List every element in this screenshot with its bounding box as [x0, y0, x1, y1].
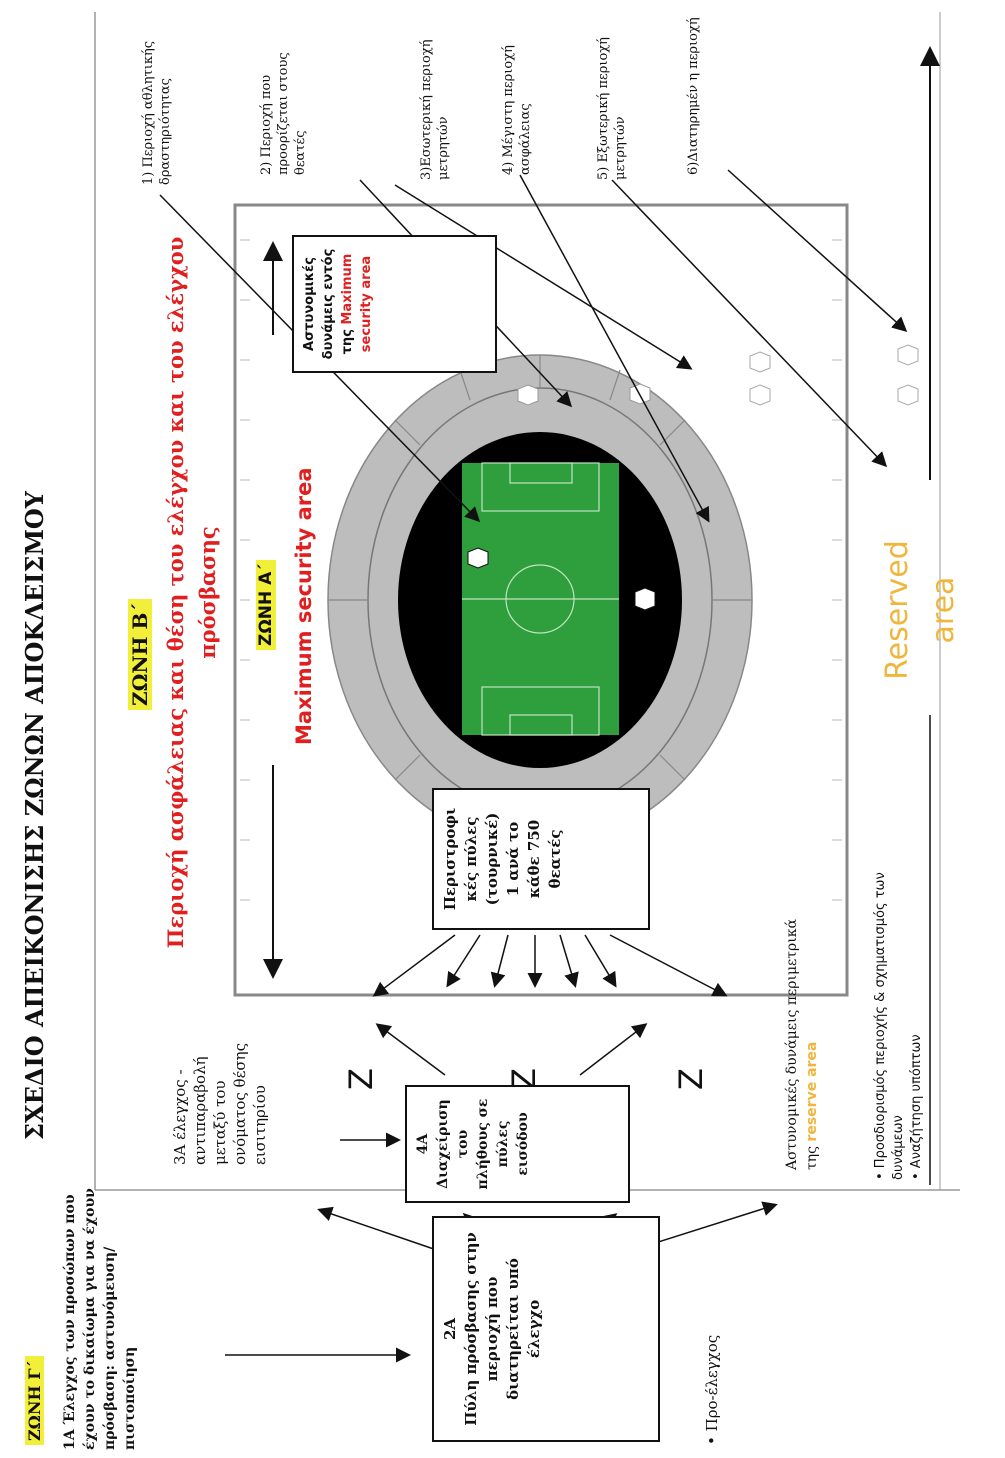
z-mark: Z — [672, 1068, 710, 1090]
gate4-text: Διαχείριση του πλήθους σε πύλες εισόδου — [435, 1098, 531, 1190]
legend-item-1: 1) Περιοχή αθλητικής δραστηριότητας — [141, 40, 173, 185]
camera-marker — [897, 344, 919, 366]
zone-b-label: ΖΩΝΗ Β΄ — [128, 598, 152, 710]
zone-b-badge: ΖΩΝΗ Β΄ — [128, 598, 152, 710]
boundary-ticks — [240, 239, 842, 901]
perimeter-police-text: Αστυνομικές δυνάμεις περιμετρικά της res… — [782, 900, 822, 1170]
gate2-text: Πύλη πρόσβασης στην περιοχή που διατηρεί… — [462, 1232, 543, 1426]
legend-item-6: 6)Διατηρημέν η περιοχή — [686, 17, 701, 175]
zone-a-badge: ΖΩΝΗ Α΄ — [256, 560, 276, 650]
legend-item-4: 4) Μέγιστη περιοχή ασφάλειας — [501, 45, 533, 175]
zone-g-badge: ΖΩΝΗ Γ΄ — [25, 1356, 44, 1445]
stadium — [327, 344, 919, 846]
perimeter-police-highlight: reserve area — [804, 1041, 820, 1142]
control-3-text: 3Α έλεγχος - αντιπαραβολή μεταξύ του ονό… — [171, 1043, 269, 1165]
camera-marker — [634, 587, 656, 611]
zone-g-text: 1Α Έλεγχος των προσώπων που έχουν το δικ… — [62, 1188, 138, 1450]
turnstile-ratio: 1 ανά το κάθε 750 θεατές — [504, 819, 564, 899]
gate4-box: 4Α Διαχείριση του πλήθους σε πύλες εισόδ… — [405, 1085, 630, 1203]
legend-item-2: 2) Περιοχή που προορίζεται στους θεατές — [259, 52, 308, 175]
camera-marker — [467, 547, 489, 569]
maximum-security-boundary — [233, 203, 849, 997]
bullet-list: • Προσδιορισμός περιοχής & σχηματισμός τ… — [872, 850, 926, 1180]
camera-marker — [749, 351, 771, 373]
bullet-item: • Προσδιορισμός περιοχής & σχηματισμός τ… — [873, 872, 906, 1180]
camera-marker — [749, 384, 771, 406]
turnstile-arrows — [372, 934, 728, 997]
reserved-area-label: Reserved area — [875, 520, 967, 700]
zone-a-subtitle: Maximum security area — [292, 467, 316, 745]
camera-marker — [897, 384, 919, 406]
gate2-number: 2Α — [441, 1317, 459, 1341]
turnstile-box: Περιστροφι κές πύλες (τουρνικέ) 1 ανά το… — [432, 788, 650, 930]
legend-item-3: 3)Εσωτερική περιοχή μετρητών — [419, 39, 451, 180]
gate4-arrows — [340, 1023, 648, 1148]
z-mark: Z — [342, 1068, 380, 1090]
zone-a-label: ΖΩΝΗ Α΄ — [256, 560, 276, 650]
page-title: ΣΧΕΔΙΟ ΑΠΕΙΚΟΝΙΣΗΣ ΖΩΝΩΝ ΑΠΟΚΛΕΙΣΜΟΥ — [20, 491, 49, 1140]
gate4-number: 4Α — [415, 1133, 431, 1155]
camera-marker — [517, 384, 539, 406]
reserved-area-line1: Reserved — [880, 540, 915, 680]
pre-control-text: Προ-έλεγχος — [703, 1334, 721, 1432]
legend-item-5: 5) Εξωτερική περιοχή μετρητών — [596, 37, 628, 180]
reserved-area-line2: area — [926, 576, 961, 644]
pre-control-bullet: • Προ-έλεγχος — [703, 1334, 721, 1445]
zone-b-subtitle: Περιοχή ασφάλειας και θέση του ελέγχου κ… — [163, 236, 220, 949]
zone-g-label: ΖΩΝΗ Γ΄ — [25, 1356, 44, 1445]
police-inside-box: Αστυνομικές δυνάμεις εντός της Maximum s… — [292, 235, 497, 373]
gate2-box: 2Α Πύλη πρόσβασης στην περιοχή που διατη… — [432, 1216, 660, 1442]
bullet-item: • Αναζήτηση υπόπτων — [909, 1034, 924, 1180]
turnstile-text: Περιστροφι κές πύλες (τουρνικέ) — [441, 807, 501, 911]
